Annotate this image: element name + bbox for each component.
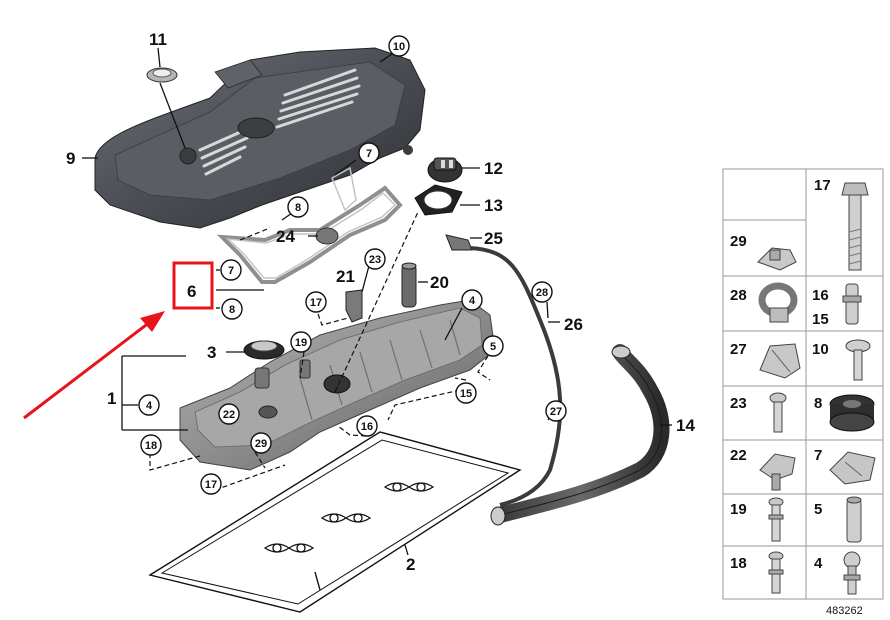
red-arrow (23, 311, 165, 420)
callout-labels: 1 2 3 6 9 11 12 13 14 20 21 24 25 26 (66, 30, 695, 574)
engine-cover (94, 47, 426, 229)
hose-14 (490, 344, 670, 526)
callout-1: 1 (107, 389, 116, 408)
valve-cover-gasket (148, 431, 522, 613)
callout-25: 25 (484, 229, 503, 248)
circled-10: 10 (393, 41, 405, 53)
circled-4-right: 4 (469, 295, 476, 307)
table-cell-29: 29 (730, 233, 747, 250)
circled-4-left: 4 (146, 400, 153, 412)
screw-23-icon (769, 392, 787, 433)
screw-10-icon (845, 339, 871, 381)
circled-22: 22 (223, 409, 235, 421)
gasket-frame (216, 185, 403, 284)
parts-table: 17 29 28 16 15 27 10 (722, 168, 884, 617)
callout-9: 9 (66, 149, 75, 168)
ball-stud-4-icon (843, 551, 861, 595)
stud-5-icon (846, 496, 862, 543)
breather-pipe-20 (401, 262, 417, 308)
circled-17-lower: 17 (205, 479, 217, 491)
cap-seal (414, 184, 463, 216)
reference-number: 483262 (826, 605, 863, 617)
circled-5: 5 (490, 341, 496, 353)
clip-29-icon (757, 247, 797, 271)
circled-7-top: 7 (366, 148, 372, 160)
valve-cover (179, 299, 496, 471)
callout-13: 13 (484, 196, 503, 215)
circled-15: 15 (460, 388, 472, 400)
plug-24 (315, 227, 339, 245)
table-cell-5: 5 (814, 501, 822, 518)
table-cell-18: 18 (730, 555, 747, 572)
callout-11: 11 (149, 30, 167, 49)
circled-19: 19 (295, 337, 307, 349)
callout-6: 6 (187, 282, 196, 301)
table-cell-28: 28 (730, 287, 747, 304)
circled-29: 29 (255, 438, 267, 450)
callout-20: 20 (430, 273, 449, 292)
table-cell-22: 22 (730, 447, 747, 464)
grommet-8-icon (829, 394, 875, 432)
emblem-11 (146, 67, 178, 83)
stud-16-icon (842, 283, 862, 325)
table-cell-23: 23 (730, 395, 747, 412)
bolt-19-icon (768, 497, 784, 542)
highlight-box (172, 261, 214, 310)
circled-16: 16 (361, 421, 373, 433)
hose-connector-25 (445, 234, 473, 251)
oil-filler-cap (427, 157, 463, 183)
table-cell-27: 27 (730, 341, 747, 358)
circled-7-left: 7 (228, 265, 234, 277)
table-cell-7: 7 (814, 447, 822, 464)
circled-8-top: 8 (295, 202, 301, 214)
table-cell-17: 17 (814, 177, 831, 194)
table-cell-19: 19 (730, 501, 747, 518)
callout-26: 26 (564, 315, 583, 334)
callout-12: 12 (484, 159, 503, 178)
vent-hose-26 (469, 246, 563, 507)
callout-24: 24 (276, 227, 295, 246)
bolt-18-icon (768, 551, 784, 594)
nut-22-icon (759, 453, 796, 491)
gasket-frame-inner (225, 166, 397, 279)
circled-23: 23 (369, 254, 381, 266)
table-cell-4: 4 (814, 555, 823, 572)
callout-21: 21 (336, 267, 355, 286)
table-cell-8: 8 (814, 395, 822, 412)
callout-14: 14 (676, 416, 695, 435)
table-cell-16: 16 (812, 287, 829, 304)
callout-3: 3 (207, 343, 216, 362)
bracket-21 (345, 289, 363, 323)
table-cell-10: 10 (812, 341, 829, 358)
ring-part-3 (243, 340, 285, 360)
clip-7-icon (829, 451, 876, 485)
circled-27: 27 (550, 406, 562, 418)
clamp-28-icon (758, 282, 798, 323)
clip-27-icon (759, 343, 801, 379)
circled-18: 18 (145, 440, 157, 452)
table-cell-15: 15 (812, 311, 829, 328)
circled-8-left: 8 (229, 304, 235, 316)
circled-callouts: 10 7 8 7 8 23 17 19 4 5 4 15 16 22 29 18… (138, 35, 567, 495)
circled-28: 28 (536, 287, 548, 299)
callout-2: 2 (406, 555, 415, 574)
bolt-17-icon (841, 182, 869, 271)
circled-17-upper: 17 (310, 297, 322, 309)
